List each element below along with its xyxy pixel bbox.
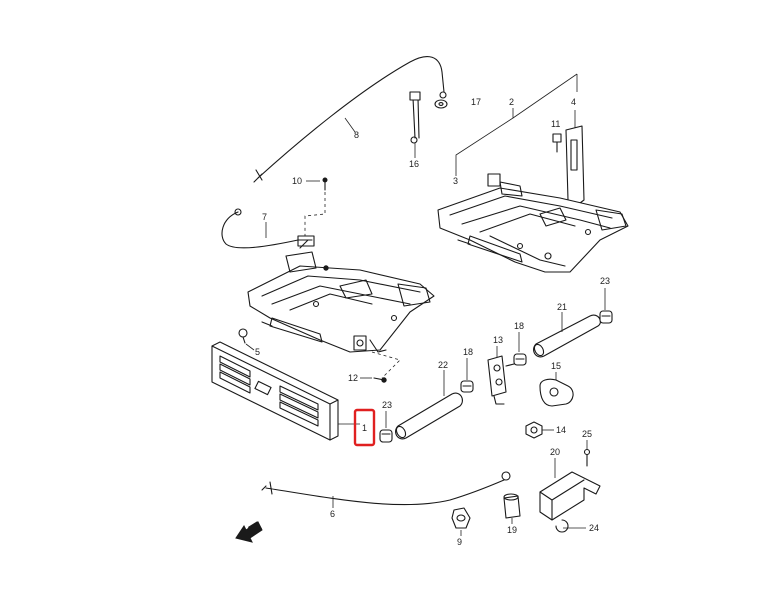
- callout-19: 19: [507, 525, 517, 535]
- callout-1: 1: [362, 423, 367, 433]
- part-14-nut[interactable]: [525, 421, 543, 439]
- callout-16: 16: [409, 159, 419, 169]
- part-10-bolt[interactable]: [322, 177, 328, 191]
- part-15-plate[interactable]: [539, 378, 574, 407]
- callout-2: 2: [509, 97, 514, 107]
- callout-13: 13: [493, 335, 503, 345]
- part-21-hose[interactable]: [533, 314, 601, 358]
- callout-23-upper: 23: [600, 276, 610, 286]
- part-22-hose[interactable]: [395, 392, 463, 440]
- callout-3: 3: [453, 176, 458, 186]
- part-9-grommet[interactable]: [451, 507, 471, 529]
- callout-17: 17: [471, 97, 481, 107]
- part-13-valve[interactable]: [487, 355, 515, 405]
- part-18-clip-right[interactable]: [513, 353, 527, 366]
- callout-21: 21: [557, 302, 567, 312]
- part-11-bolt[interactable]: [552, 133, 562, 153]
- part-5-clip[interactable]: [238, 328, 248, 344]
- part-20-bracket[interactable]: [539, 471, 601, 521]
- callout-18-right: 18: [514, 321, 524, 331]
- callout-4: 4: [571, 97, 576, 107]
- callout-6: 6: [330, 509, 335, 519]
- callout-18-left: 18: [463, 347, 473, 357]
- leader-2-4: [512, 73, 578, 119]
- part-12-screw[interactable]: [373, 377, 387, 383]
- callout-9: 9: [457, 537, 462, 547]
- callout-5: 5: [255, 347, 260, 357]
- callout-23-lower: 23: [382, 400, 392, 410]
- callout-20: 20: [550, 447, 560, 457]
- highlight-part-1: [353, 408, 376, 447]
- upper-right-adjuster-frame[interactable]: [437, 173, 629, 273]
- lower-left-adjuster-frame[interactable]: [247, 239, 435, 353]
- callout-12: 12: [348, 373, 358, 383]
- part-6-cable[interactable]: [261, 471, 511, 506]
- part-1-cover[interactable]: [211, 341, 339, 441]
- leader-5: [245, 343, 255, 351]
- part-24-circlip[interactable]: [555, 519, 569, 533]
- dash-10: [304, 192, 326, 236]
- part-23-clip-lower[interactable]: [379, 429, 393, 443]
- part-23-clip-upper[interactable]: [599, 310, 613, 324]
- leader-2: [455, 108, 514, 176]
- part-16-rod[interactable]: [409, 91, 421, 144]
- callout-15: 15: [551, 361, 561, 371]
- part-8-cable[interactable]: [253, 56, 447, 183]
- callout-14: 14: [556, 425, 566, 435]
- dash-12: [371, 351, 401, 379]
- callout-22: 22: [438, 360, 448, 370]
- callout-10: 10: [292, 176, 302, 186]
- callout-24: 24: [589, 523, 599, 533]
- leader-8: [344, 117, 356, 133]
- part-18-clip-left[interactable]: [460, 380, 474, 393]
- callout-8: 8: [354, 130, 359, 140]
- part-7-cable[interactable]: [221, 208, 315, 249]
- part-25-pin[interactable]: [583, 448, 591, 467]
- part-washer-top[interactable]: [434, 99, 448, 109]
- part-4-bracket[interactable]: [565, 125, 585, 207]
- callout-25: 25: [582, 429, 592, 439]
- callout-11: 11: [551, 119, 560, 129]
- part-19-bushing[interactable]: [503, 493, 521, 519]
- callout-7: 7: [262, 212, 267, 222]
- front-arrow-icon: [235, 521, 263, 543]
